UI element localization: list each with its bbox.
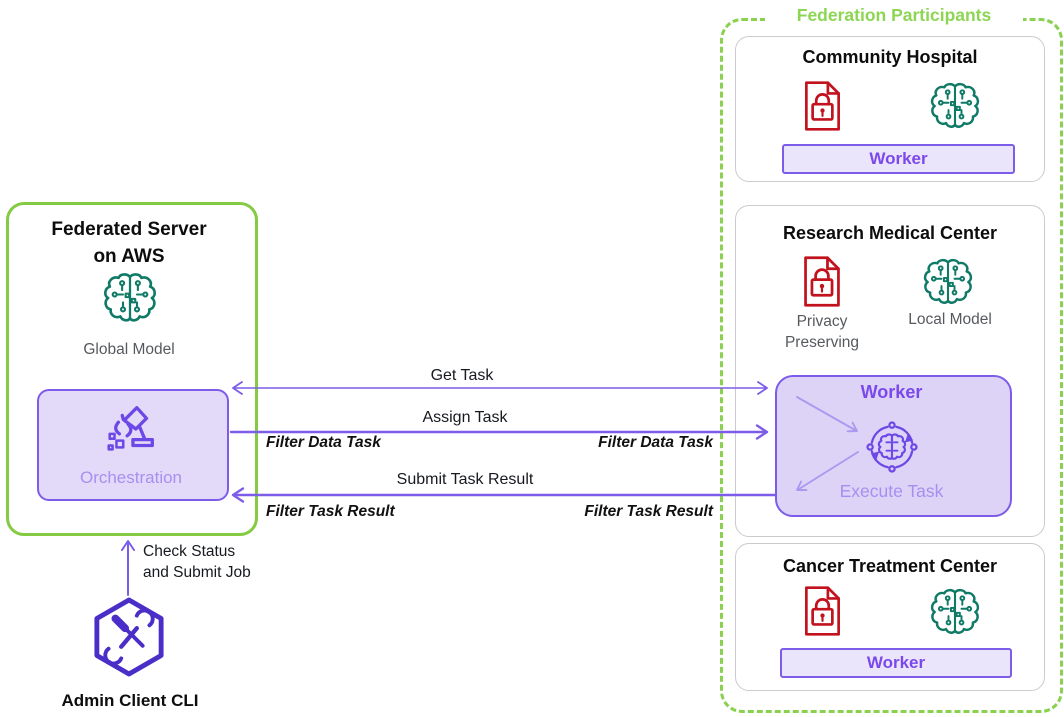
assign-filter-right-label: Filter Data Task	[598, 434, 713, 451]
local-model-brain-icon	[929, 80, 981, 132]
federated-server-title: Federated Server on AWS	[51, 219, 207, 267]
robot-arm-icon	[107, 406, 154, 451]
check-status-arrow	[121, 540, 135, 596]
assign-task-label: Assign Task	[422, 409, 508, 426]
submit-filter-right-label: Filter Task Result	[584, 503, 713, 520]
cancer-worker-badge: Worker	[780, 648, 1012, 678]
global-model-brain-icon	[102, 270, 158, 326]
admin-client-label: Admin Client CLI	[61, 691, 199, 710]
privacy-document-icon	[799, 255, 845, 308]
orchestration-label: Orchestration	[79, 468, 183, 487]
submit-filter-left-label: Filter Task Result	[266, 503, 395, 520]
local-model-brain-icon	[922, 256, 974, 308]
local-model-brain-icon	[929, 586, 981, 638]
privacy-document-icon	[800, 585, 845, 637]
assign-filter-left-label: Filter Data Task	[266, 434, 381, 451]
research-medical-center-title: Research Medical Center	[782, 223, 998, 243]
worker-box	[775, 375, 1012, 517]
privacy-preserving-label: Privacy Preserving	[784, 313, 860, 351]
local-model-label: Local Model	[908, 311, 992, 328]
submit-task-result-arrow	[231, 487, 777, 503]
global-model-label: Global Model	[83, 341, 175, 358]
privacy-document-icon	[800, 80, 845, 132]
worker-box-title: Worker	[860, 382, 923, 402]
submit-task-result-label: Submit Task Result	[396, 471, 534, 488]
federation-participants-label: Federation Participants	[765, 5, 1023, 26]
execute-task-icon	[866, 421, 918, 473]
community-hospital-title: Community Hospital	[802, 47, 978, 67]
cancer-treatment-center-title: Cancer Treatment Center	[782, 556, 998, 576]
execute-task-label: Execute Task	[839, 481, 944, 501]
hexagon-tools-icon	[94, 597, 164, 677]
get-task-label: Get Task	[430, 367, 494, 384]
community-worker-badge: Worker	[782, 144, 1015, 174]
check-status-label: Check Status and Submit Job	[143, 543, 251, 581]
